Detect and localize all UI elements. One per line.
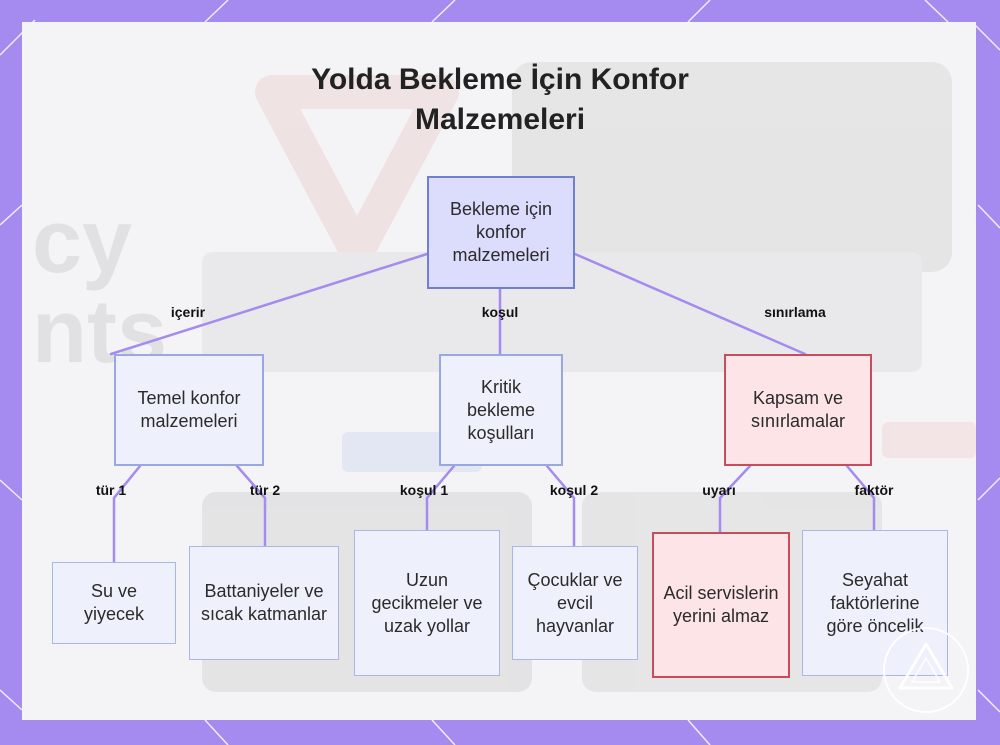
diagram-panel: cy nts Yolda Bekleme İçin Konfor Malzeme… (22, 22, 976, 720)
edge-kapsam-seyahat (845, 464, 876, 532)
node-kritik-bekleme: Kritik bekleme koşulları (439, 354, 563, 466)
edge-label-tur2: tür 2 (249, 482, 281, 498)
edge-kritik-uzun (425, 464, 456, 532)
edge-root-kapsam (573, 252, 807, 356)
edge-temel-su (112, 464, 142, 564)
edge-kritik-cocuk (545, 464, 576, 548)
edge-label-tur1: tür 1 (95, 482, 127, 498)
connector-lines (109, 252, 876, 564)
warning-triangle-icon (883, 627, 969, 713)
edge-label-uyari: uyarı (702, 482, 736, 498)
edge-label-sinirlama: sınırlama (764, 304, 826, 320)
node-root: Bekleme için konfor malzemeleri (427, 176, 575, 289)
edge-label-kosul2: koşul 2 (549, 482, 599, 498)
node-temel-konfor: Temel konfor malzemeleri (114, 354, 264, 466)
node-kapsam-sinirlamalar: Kapsam ve sınırlamalar (724, 354, 872, 466)
edge-label-kosul1: koşul 1 (399, 482, 449, 498)
edge-label-faktor: faktör (854, 482, 894, 498)
edge-root-temel (109, 252, 429, 356)
node-acil-servisler: Acil servislerin yerini almaz (652, 532, 790, 678)
node-uzun-gecikmeler: Uzun gecikmeler ve uzak yollar (354, 530, 500, 676)
edge-temel-battaniye (235, 464, 267, 548)
node-battaniyeler: Battaniyeler ve sıcak katmanlar (189, 546, 339, 660)
node-su-yiyecek: Su ve yiyecek (52, 562, 176, 644)
node-seyahat-faktorleri: Seyahat faktörlerine göre öncelik (802, 530, 948, 676)
edge-label-icerir: içerir (170, 304, 206, 320)
svg-text:cy: cy (32, 192, 132, 292)
node-cocuklar-evcil: Çocuklar ve evcil hayvanlar (512, 546, 638, 660)
edge-kapsam-acil (718, 464, 752, 534)
diagram-title: Yolda Bekleme İçin Konfor Malzemeleri (311, 63, 689, 136)
edge-label-kosul: koşul (481, 304, 519, 320)
